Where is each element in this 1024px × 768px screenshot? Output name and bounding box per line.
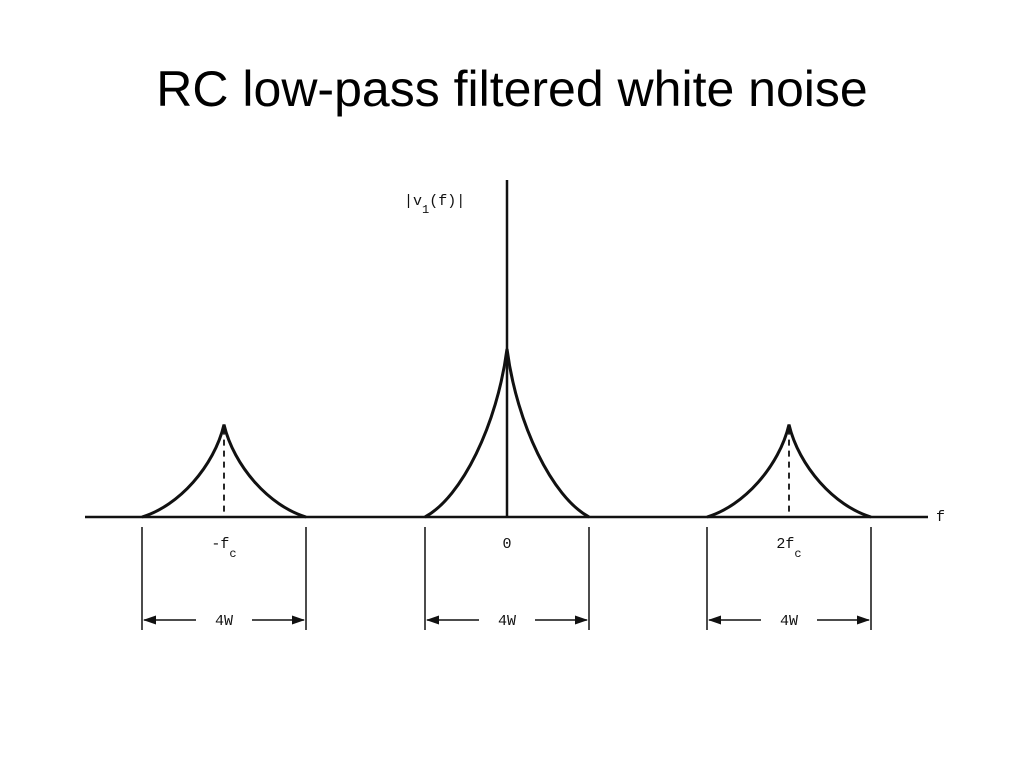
lobe-curve [424, 348, 590, 519]
center-label: 0 [502, 536, 511, 553]
center-label: 2fc [776, 536, 801, 561]
lobe-curve [706, 424, 872, 519]
center-label-sub: c [794, 547, 801, 561]
arrowhead-left [426, 615, 439, 625]
width-label: 4W [780, 613, 798, 630]
magnitude-label-tail: (f)| [429, 193, 465, 210]
f-axis-label: f [936, 509, 945, 526]
lobe-2: 4W 2fc [706, 424, 872, 630]
arrowhead-right [292, 615, 305, 625]
center-label-sub: c [229, 547, 236, 561]
center-label-main: -f [211, 536, 229, 553]
width-label: 4W [215, 613, 233, 630]
center-label-main: 2f [776, 536, 794, 553]
magnitude-axis-label: |v1(f)| [404, 193, 465, 217]
arrowhead-right [857, 615, 870, 625]
center-label: -fc [211, 536, 236, 561]
arrowhead-right [575, 615, 588, 625]
slide-title: RC low-pass filtered white noise [156, 61, 868, 117]
arrowhead-left [143, 615, 156, 625]
arrowhead-left [708, 615, 721, 625]
lobe-1: 4W 0 [424, 348, 590, 630]
center-label-main: 0 [502, 536, 511, 553]
magnitude-label-sub: 1 [422, 203, 429, 217]
width-label: 4W [498, 613, 516, 630]
lobe-curve [141, 424, 307, 519]
lobe-0: 4W -fc [141, 424, 307, 630]
magnitude-label-main: |v [404, 193, 422, 210]
